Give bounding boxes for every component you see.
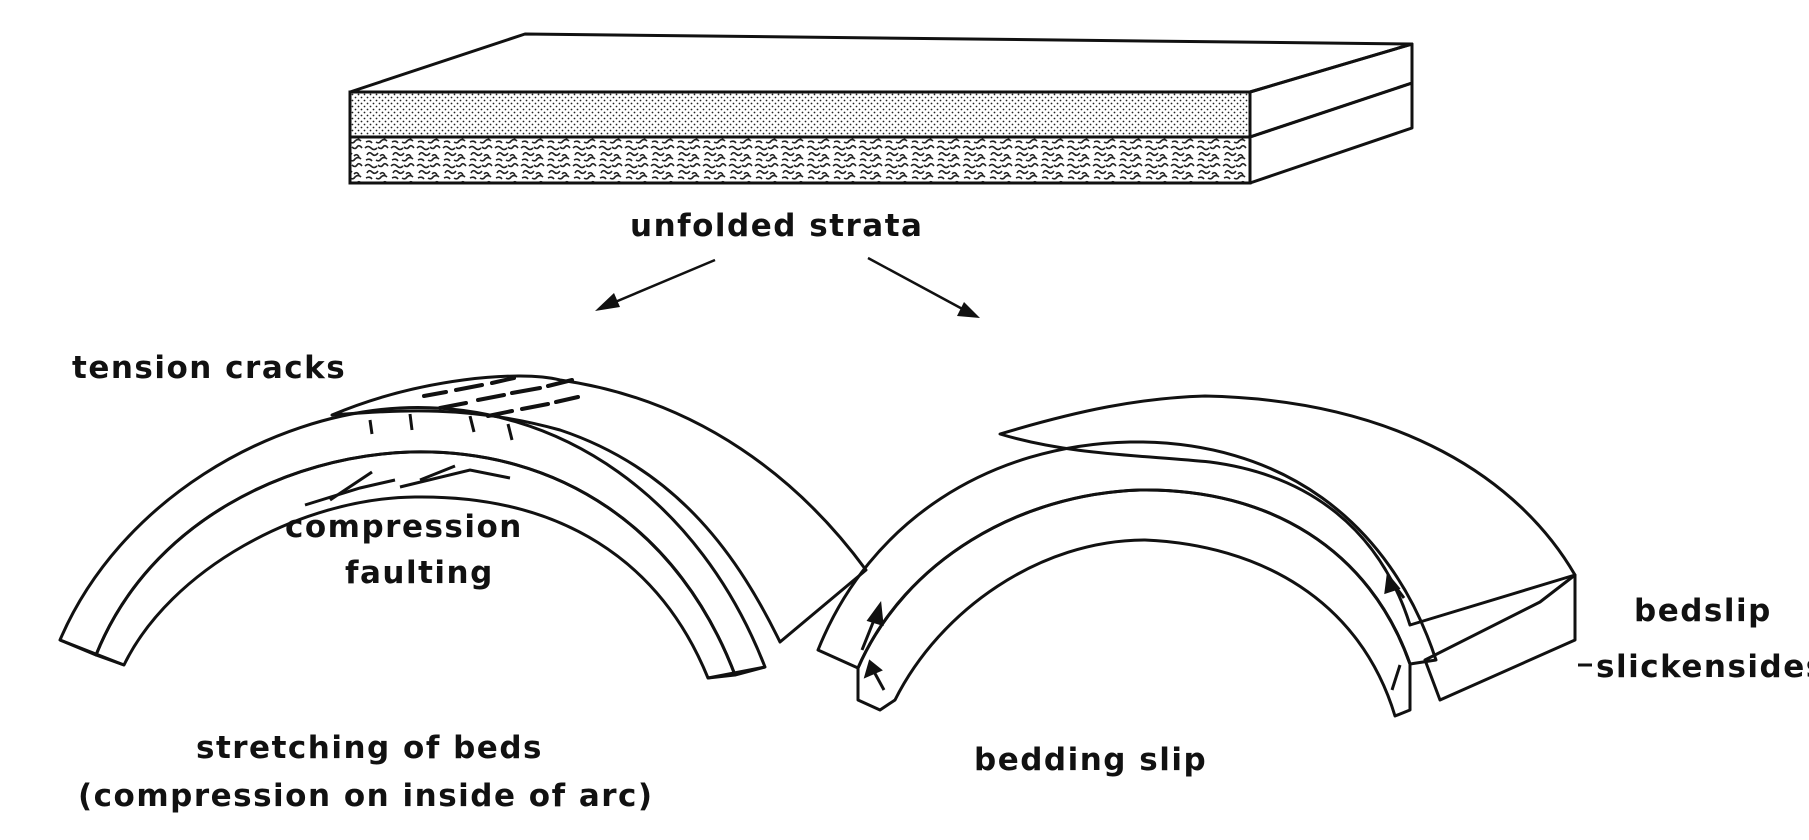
right-fold-dotted-band xyxy=(816,440,1438,670)
arrow-right xyxy=(867,256,980,318)
tension-cracks-label: tension cracks xyxy=(72,350,346,386)
right-fold xyxy=(816,394,1577,718)
slickensides-label: slickensides xyxy=(1596,649,1809,685)
arrow-left xyxy=(595,258,716,311)
bedding-slip-arrows xyxy=(860,572,1406,691)
unfolded-slab xyxy=(348,32,1414,185)
compression-faulting-label-line1: compression xyxy=(285,509,523,545)
slab-front-dotted-layer xyxy=(348,90,1252,139)
unfolded-strata-label: unfolded strata xyxy=(630,208,923,244)
bedding-slip-label: bedding slip xyxy=(974,742,1207,778)
left-fold-squiggle-band xyxy=(94,450,737,680)
slab-front-squiggle-layer xyxy=(348,135,1252,185)
stretching-label-line2: (compression on inside of arc) xyxy=(78,778,654,814)
stretching-label-line1: stretching of beds xyxy=(196,730,543,766)
compression-fault-marks xyxy=(304,464,511,507)
bedslip-label: bedslip xyxy=(1634,593,1772,629)
slab-side-squiggle-layer xyxy=(1248,81,1414,185)
compression-faulting-label-line2: faulting xyxy=(345,555,494,591)
slickensides-face xyxy=(1423,573,1577,702)
slab-top-face xyxy=(348,32,1414,94)
right-fold-top-surface xyxy=(998,394,1577,627)
right-fold-squiggle-band xyxy=(856,488,1412,718)
left-fold xyxy=(58,374,868,680)
crack-ticks xyxy=(368,413,514,441)
tension-crack-marks xyxy=(422,376,580,418)
